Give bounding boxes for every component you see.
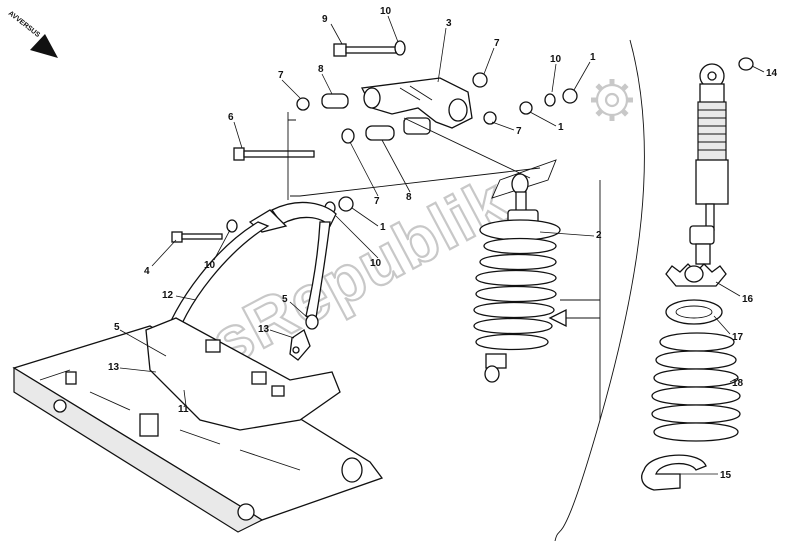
callout-5: 5 [114, 322, 120, 333]
callout-7: 7 [516, 126, 522, 137]
callout-13: 13 [108, 362, 120, 373]
shock-absorber-exploded [641, 57, 754, 491]
exploded-bracket [560, 180, 601, 420]
callout-7: 7 [374, 196, 380, 207]
svg-text:AVVERSUS: AVVERSUS [7, 10, 42, 39]
callout-18: 18 [732, 378, 744, 389]
callout-14: 14 [766, 68, 778, 79]
callout-8: 8 [318, 64, 324, 75]
callout-6: 6 [228, 112, 234, 123]
callout-15: 15 [720, 470, 732, 481]
rocker-arm [361, 77, 473, 135]
callout-5: 5 [282, 294, 288, 305]
callout-17: 17 [732, 332, 744, 343]
bolt-6 [233, 147, 315, 161]
callout-10: 10 [204, 260, 216, 271]
callout-10: 10 [550, 54, 562, 65]
callout-1: 1 [590, 52, 596, 63]
frame-outline [554, 39, 645, 541]
callout-10: 10 [380, 6, 392, 17]
callout-labels: 9 10 3 7 10 1 7 8 6 7 1 7 8 1 4 10 10 12… [108, 6, 778, 481]
callout-2: 2 [596, 230, 602, 241]
callout-9: 9 [322, 14, 328, 25]
callout-11: 11 [178, 404, 189, 415]
callout-1: 1 [558, 122, 564, 133]
swingarm [12, 317, 384, 533]
callout-12: 12 [162, 290, 174, 301]
callout-4: 4 [144, 266, 150, 277]
direction-arrow-icon: AVVERSUS [7, 10, 58, 58]
callout-1: 1 [380, 222, 386, 233]
callout-13: 13 [258, 324, 270, 335]
callout-7: 7 [494, 38, 500, 49]
gear-icon [591, 79, 633, 121]
callout-8: 8 [406, 192, 412, 203]
bolt-9 [333, 40, 406, 57]
bush-set [296, 72, 533, 144]
assembly-guides [287, 112, 541, 200]
shock-absorber-assembled [473, 159, 561, 383]
callout-3: 3 [446, 18, 452, 29]
leader-lines [119, 15, 765, 475]
callout-7: 7 [278, 70, 284, 81]
callout-10: 10 [370, 258, 382, 269]
callout-16: 16 [742, 294, 754, 305]
